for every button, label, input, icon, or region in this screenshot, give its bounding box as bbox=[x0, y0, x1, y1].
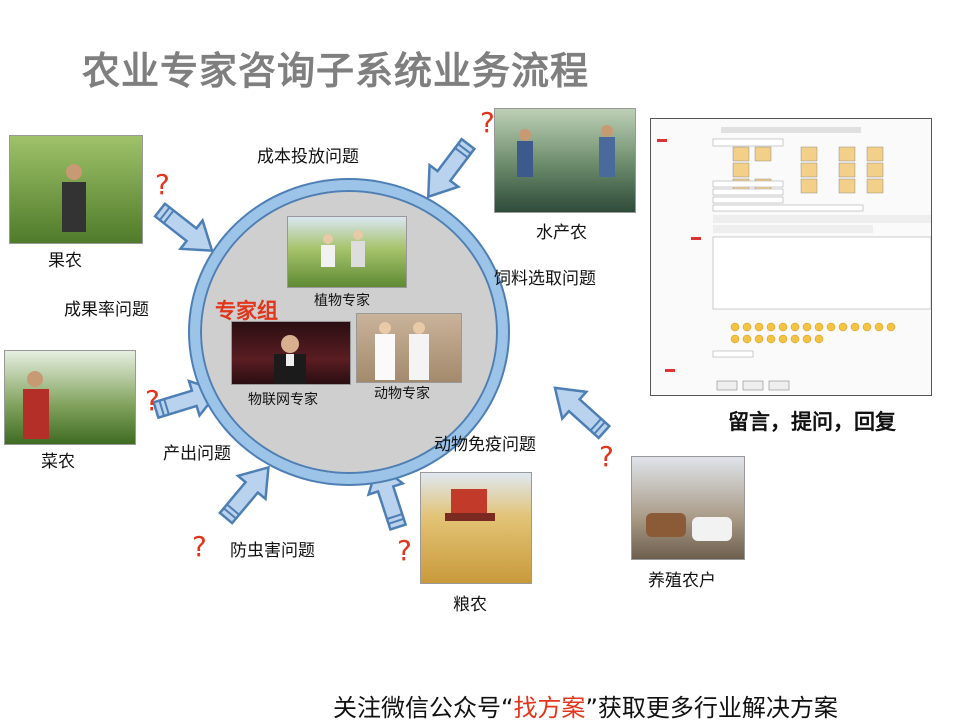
footer-close-quote: ” bbox=[585, 694, 598, 722]
footer-promo: 关注微信公众号“找方案”获取更多行业解决方案 bbox=[333, 688, 838, 723]
issue-feed-selection: 饲料选取问题 bbox=[494, 269, 596, 289]
arrow-from-pest-issue bbox=[210, 454, 284, 531]
fruit-farmer-photo bbox=[9, 135, 143, 244]
livestock-farmer-photo bbox=[631, 456, 745, 560]
footer-suffix: 获取更多行业解决方案 bbox=[597, 694, 838, 722]
aquaculture-farmer-label: 水产农 bbox=[536, 223, 587, 243]
animal-expert-label: 动物专家 bbox=[374, 386, 430, 402]
grain-farmer-photo bbox=[420, 472, 532, 584]
grain-farmer-label: 粮农 bbox=[453, 595, 487, 615]
plant-expert-photo bbox=[287, 216, 407, 288]
livestock-farmer-label: 养殖农户 bbox=[648, 571, 716, 591]
iot-expert-label: 物联网专家 bbox=[248, 392, 318, 408]
plant-expert-label: 植物专家 bbox=[314, 293, 370, 309]
issue-fruit-rate: 成果率问题 bbox=[64, 300, 149, 320]
issue-pest-control: 防虫害问题 bbox=[230, 541, 315, 561]
question-mark-icon: ? bbox=[480, 106, 495, 139]
question-mark-icon: ? bbox=[145, 384, 160, 417]
question-mark-icon: ? bbox=[155, 168, 170, 201]
issue-output: 产出问题 bbox=[163, 444, 231, 464]
aquaculture-farmer-photo bbox=[494, 108, 636, 213]
footer-highlight: 找方案 bbox=[513, 694, 586, 722]
vegetable-farmer-photo bbox=[4, 350, 136, 445]
issue-animal-immunity: 动物免疫问题 bbox=[434, 435, 536, 455]
footer-open-quote: “ bbox=[501, 694, 514, 722]
form-thumbnail bbox=[651, 119, 932, 395]
question-mark-icon: ? bbox=[599, 440, 614, 473]
vegetable-farmer-label: 菜农 bbox=[41, 452, 75, 472]
issue-cost-input: 成本投放问题 bbox=[257, 147, 359, 167]
page-title: 农业专家咨询子系统业务流程 bbox=[82, 49, 590, 93]
arrow-from-aquaculture-farmer bbox=[412, 131, 484, 209]
expert-group-label: 专家组 bbox=[215, 299, 278, 323]
question-mark-icon: ? bbox=[192, 530, 207, 563]
message-board-form[interactable] bbox=[650, 118, 932, 396]
question-mark-icon: ? bbox=[397, 534, 412, 567]
message-panel-caption: 留言，提问，回复 bbox=[728, 410, 896, 434]
iot-expert-photo bbox=[231, 321, 351, 385]
fruit-farmer-label: 果农 bbox=[48, 251, 82, 271]
animal-expert-photo bbox=[356, 313, 462, 383]
footer-prefix: 关注微信公众号 bbox=[333, 694, 501, 722]
arrow-from-livestock-farmer bbox=[541, 373, 618, 447]
